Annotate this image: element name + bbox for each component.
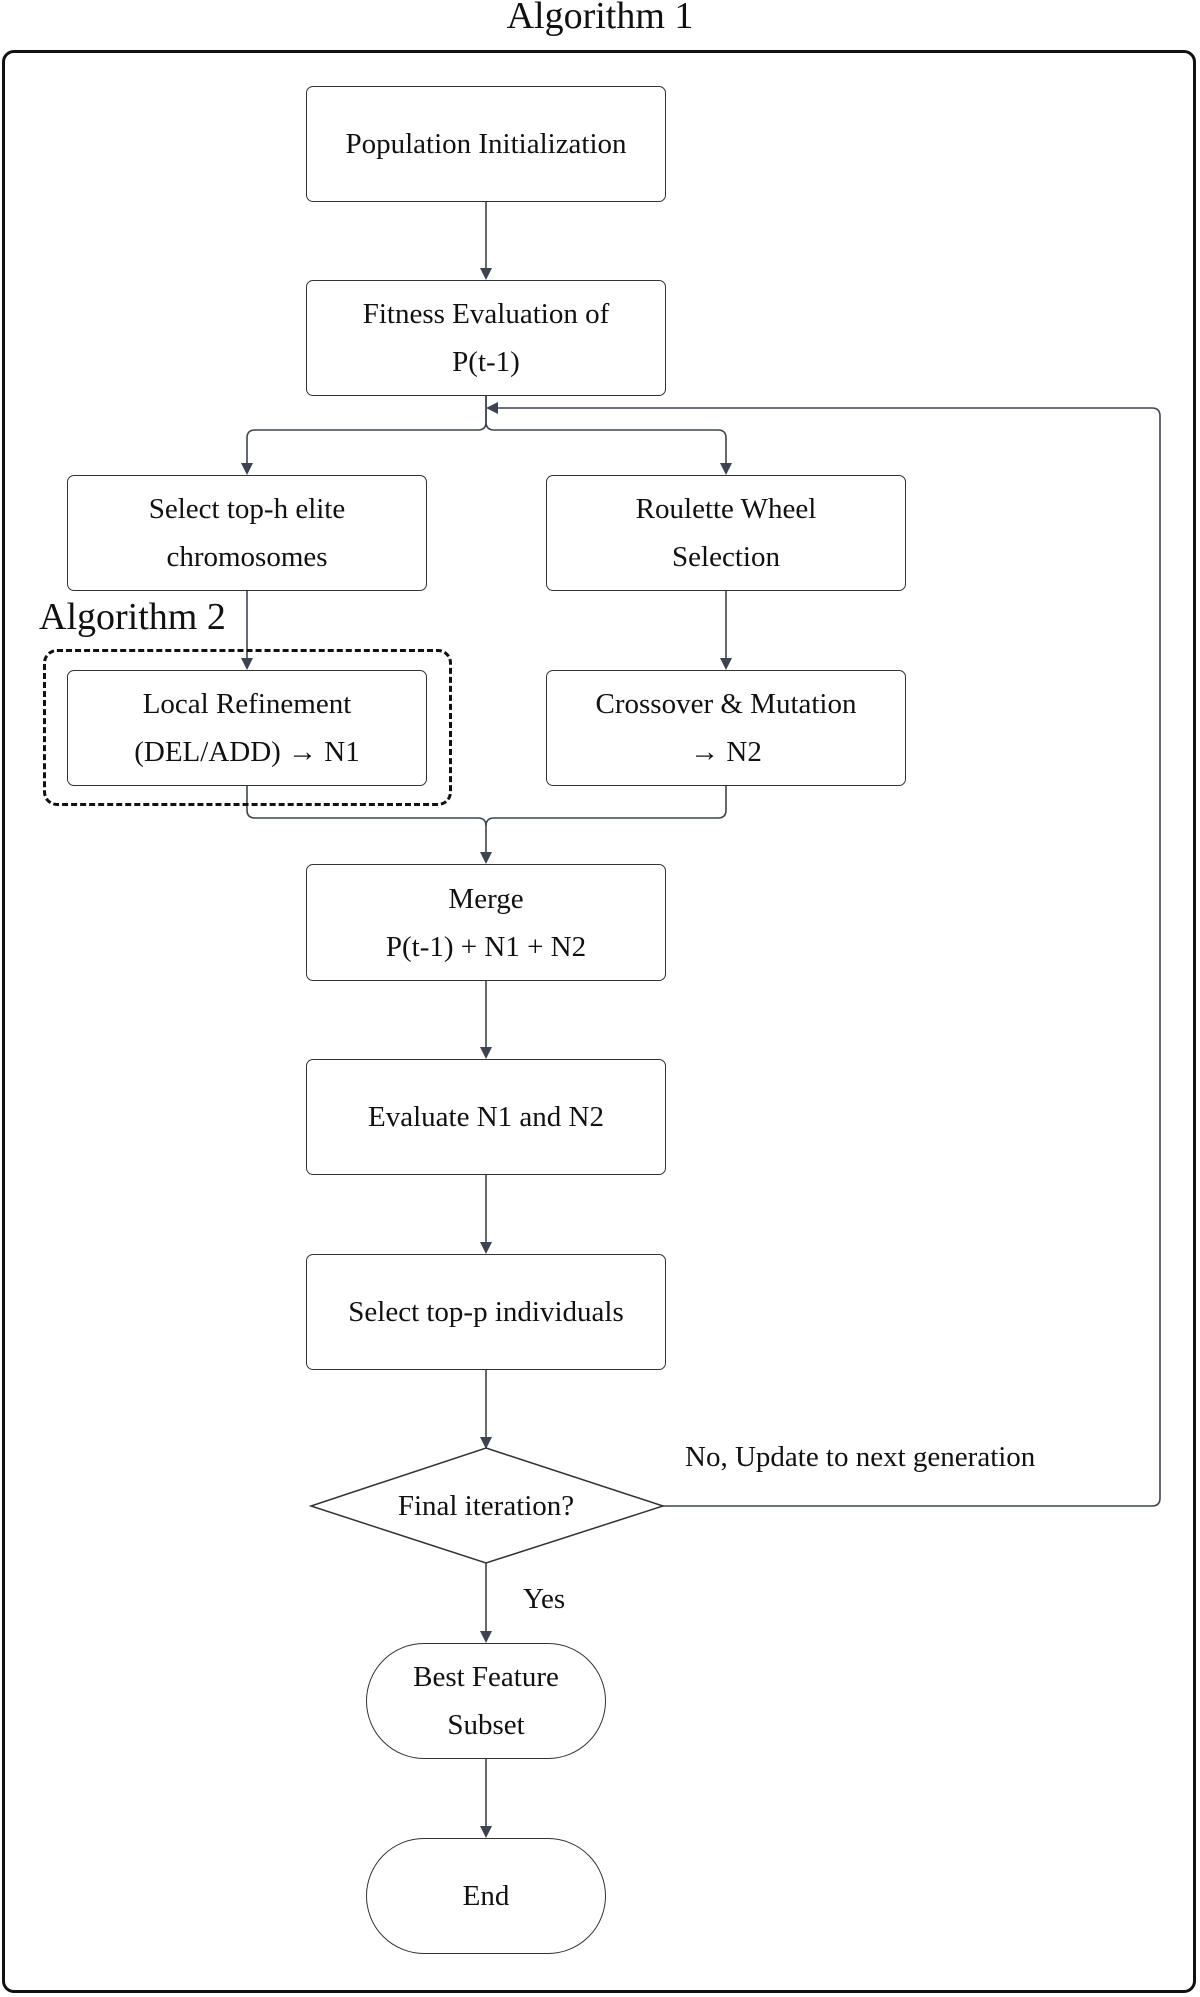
arrow-loop-back — [486, 402, 1161, 1507]
edge-label-no: No, Update to next generation — [685, 1441, 1036, 1473]
local-refinement-node: Local Refinement (DEL/ADD) → N1 — [67, 670, 427, 786]
arrow-crossover-to-merge — [485, 786, 727, 827]
arrow-fitness-to-roulette — [485, 396, 732, 475]
population-initialization-node: Population Initialization — [306, 86, 666, 202]
decision-diamond — [308, 1447, 666, 1564]
algorithm-2-frame — [43, 649, 452, 806]
algorithm-2-label: Algorithm 2 — [39, 596, 226, 638]
crossover-mutation-node: Crossover & Mutation → N2 — [546, 670, 906, 786]
edge-label-yes: Yes — [523, 1583, 566, 1615]
fitness-evaluation-node: Fitness Evaluation of P(t-1) — [306, 280, 666, 396]
algorithm-1-frame — [2, 50, 1196, 1993]
best-feature-subset-node: Best Feature Subset — [366, 1643, 606, 1759]
merge-node: Merge P(t-1) + N1 + N2 — [306, 864, 666, 981]
evaluate-node: Evaluate N1 and N2 — [306, 1059, 666, 1175]
select-top-p-node: Select top-p individuals — [306, 1254, 666, 1370]
arrow-refinement-to-merge — [246, 786, 492, 864]
select-elite-node: Select top-h elite chromosomes — [67, 475, 427, 591]
decision-label: Final iteration? — [397, 1489, 575, 1522]
end-node: End — [366, 1838, 606, 1954]
arrow-fitness-to-elite — [241, 396, 487, 475]
roulette-wheel-node: Roulette Wheel Selection — [546, 475, 906, 591]
diagram-title: Algorithm 1 — [506, 0, 694, 37]
